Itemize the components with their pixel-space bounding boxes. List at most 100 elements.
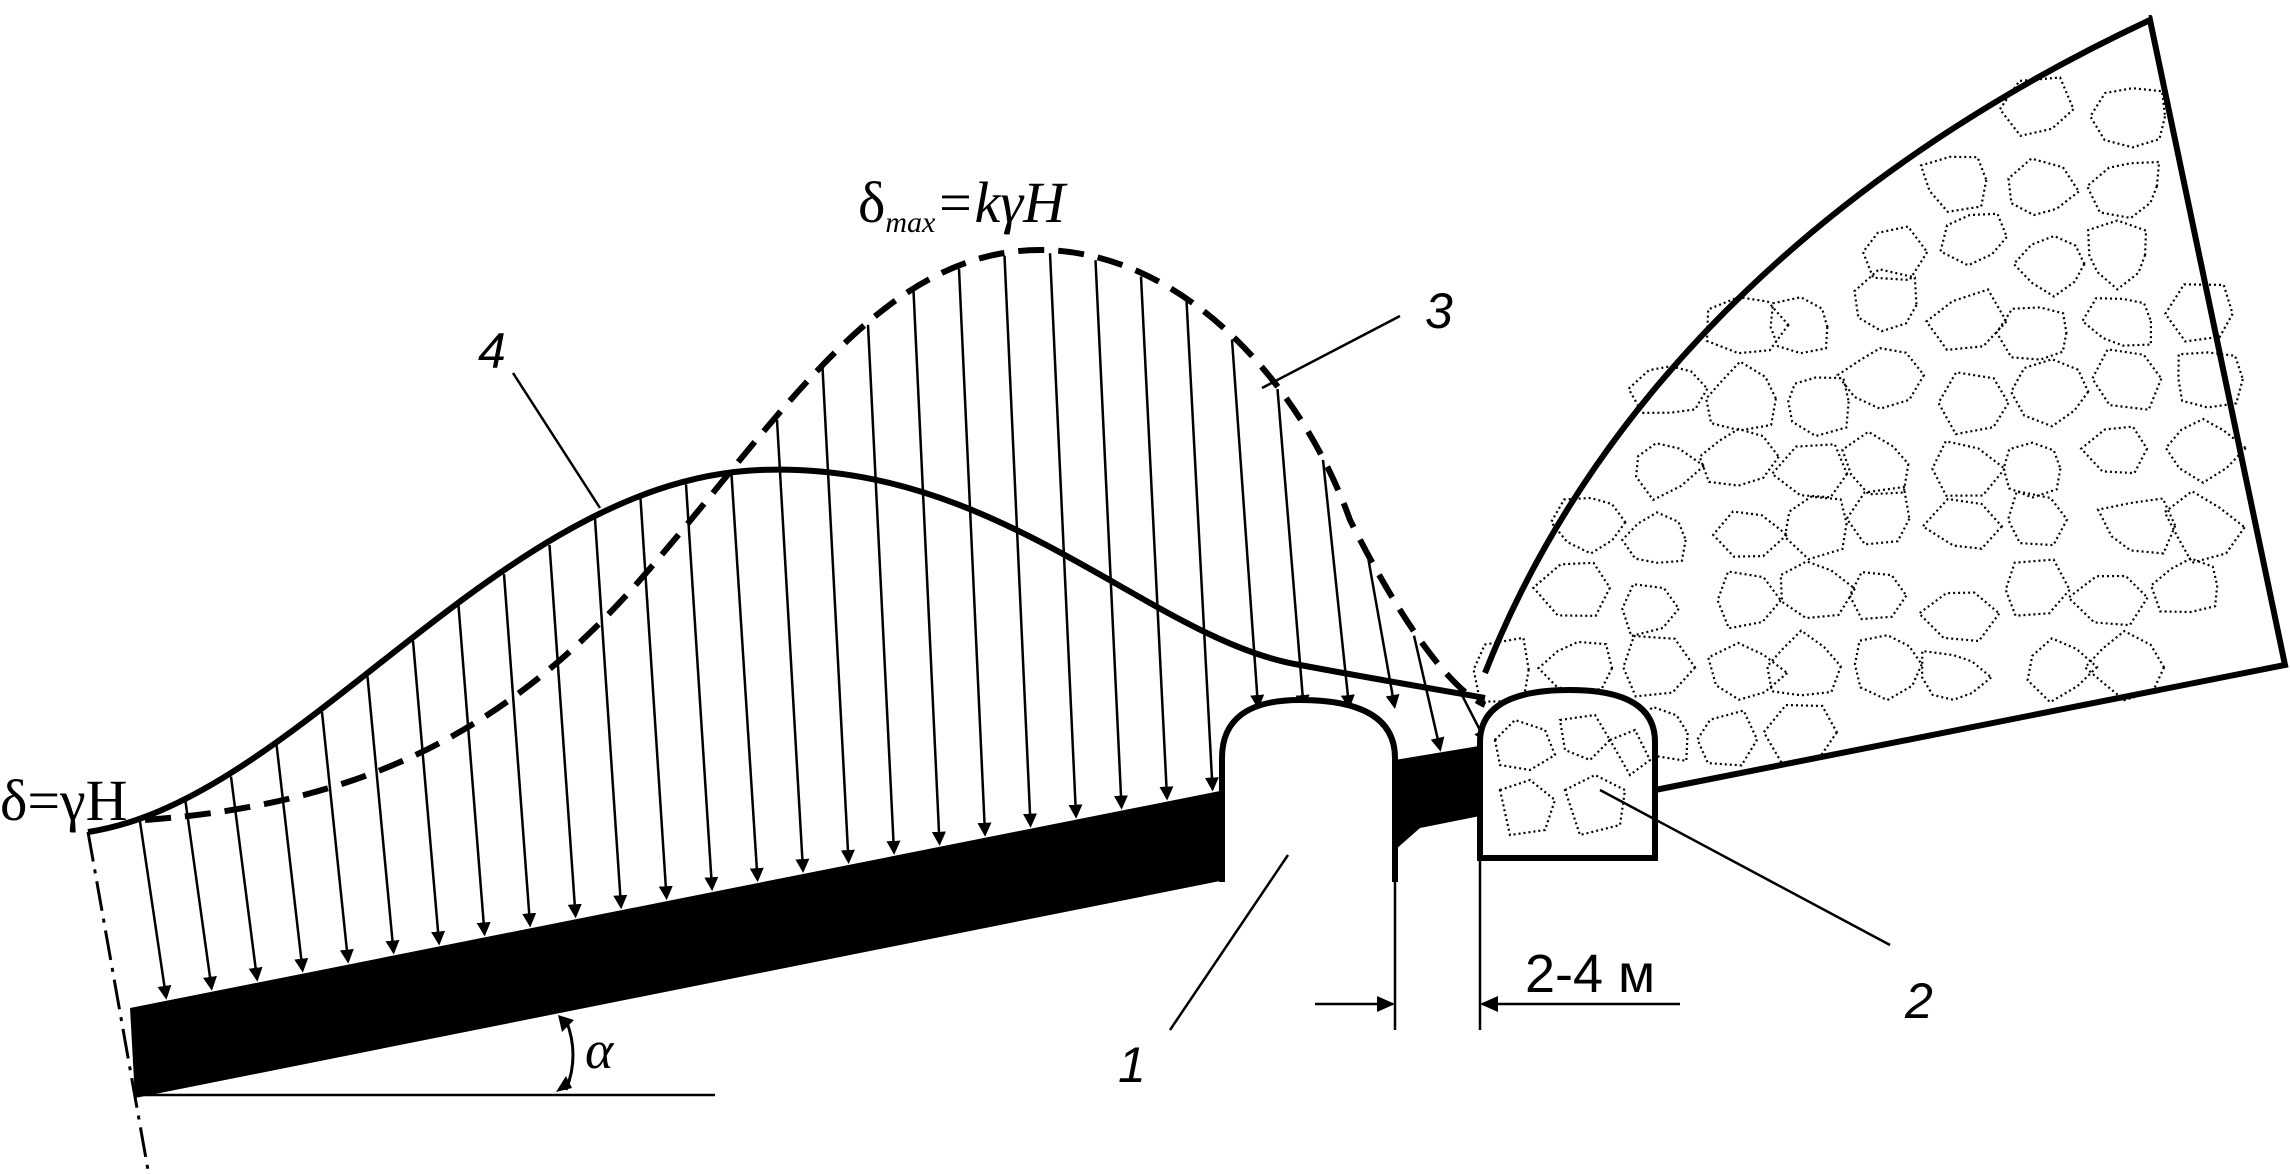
rubble-block [1920,649,1993,701]
rubble-block [1931,439,2007,497]
arc-arrow-icon-lower [556,1076,572,1092]
rubble-block [1705,295,1790,355]
rubble-block [2085,160,2161,220]
roadway-1 [1219,696,1398,882]
rubble-block [1939,212,2009,267]
stress-arrow [1003,255,1037,828]
stress-arrow [1139,276,1174,801]
rubble-block [1472,636,1530,703]
rubble-block [1620,511,1687,564]
stress-arrow [593,518,628,910]
rubble-block [1716,570,1783,630]
sigma-left-label: δ=γH [0,768,128,833]
rubble-block [1698,427,1781,487]
stress-arrow [502,574,537,928]
pressure-curve-4 [87,466,1486,835]
rubble-block [1919,155,1988,213]
rubble-block [2087,219,2148,291]
rubble-block [2004,558,2072,617]
rubble-block [1848,570,1908,621]
stress-arrow [548,544,582,919]
leader-line-4 [511,372,602,509]
rubble-block [1622,634,1697,698]
rubble-block [1706,641,1789,701]
stress-arrow [457,605,491,937]
goaf-rubble-texture [1472,76,2248,788]
rubble-block [1861,225,1929,282]
rubble-block [2012,234,2086,298]
rubble-block [1917,591,2001,643]
rubble-block [1921,497,2004,550]
rubble-block [1787,376,1850,438]
left-section-boundary [86,831,150,1171]
leader-line-2 [1599,788,1891,947]
rubble-block [1836,347,1926,410]
roadway-2-rubble [1493,713,1652,837]
rubble-block [1769,296,1829,355]
rubble-block [1995,306,2068,361]
rubble-block [1853,268,1918,333]
stress-arrow [1094,260,1128,810]
rubble-block [2007,157,2081,217]
rubble-block [1998,76,2075,138]
stress-arrow [1321,459,1355,709]
rubble-block [1937,371,2010,436]
callout-3-label: 3 [1425,283,1453,339]
stress-arrow [775,419,810,874]
coal-seam [130,745,1485,1098]
rubble-block [1766,629,1843,697]
stress-arrow [184,801,217,991]
rubble-block [2026,637,2099,704]
callout-4-label: 4 [478,323,506,379]
rubble-block [1705,360,1778,432]
callout-1-label: 1 [1118,1037,1146,1093]
callout-2-label: 2 [1904,973,1933,1029]
stress-arrow [1412,635,1445,752]
rubble-block [2091,348,2163,411]
rubble-block [2066,574,2149,627]
rubble-block [2083,629,2166,702]
stress-arrow [912,290,946,846]
rubble-block [2089,87,2167,149]
rubble-block [1853,634,1923,702]
stress-arrow [866,324,901,855]
stress-arrows [138,253,1487,1000]
stress-arrow [1048,253,1083,819]
rubble-block [1783,495,1848,561]
rubble-block [1711,510,1789,558]
rubble-block [2163,489,2247,564]
stress-arrow [366,676,400,955]
rubble-block [2002,441,2062,499]
rubble-block [2164,417,2248,484]
rubble-block [1549,496,1627,555]
rubble-block [1621,583,1681,638]
stress-arrow [275,744,309,973]
roadway-2 [1477,686,1658,861]
stress-arrow [1276,388,1310,709]
rubble-block [1779,560,1857,620]
stress-arrow [1185,300,1219,792]
rubble-block [2163,283,2234,343]
rubble-block [1536,640,1614,696]
stress-arrow [821,367,855,864]
rubble-block [2079,425,2149,475]
pressure-curve-3 [144,246,1487,823]
leader-line-1 [1168,854,1290,1031]
rubble-block [1531,561,1612,618]
arc-arrow-icon [558,1015,574,1032]
rubble-block [1634,442,1706,502]
stress-arrow [1230,339,1265,709]
rubble-block [2009,358,2090,428]
rubble-block [2096,497,2177,555]
goaf-region-outline [1482,15,2289,793]
rubble-block [1845,485,1911,546]
stress-arrow [411,640,446,946]
dimension-label: 2-4 м [1525,944,1655,1004]
rubble-block [2080,297,2152,347]
rubble-block [2006,489,2069,547]
stress-arrow [730,474,764,883]
rubble-block [2177,351,2244,409]
stress-arrow [138,821,172,1000]
sigma-max-label: δmax=kγH [858,170,1068,239]
